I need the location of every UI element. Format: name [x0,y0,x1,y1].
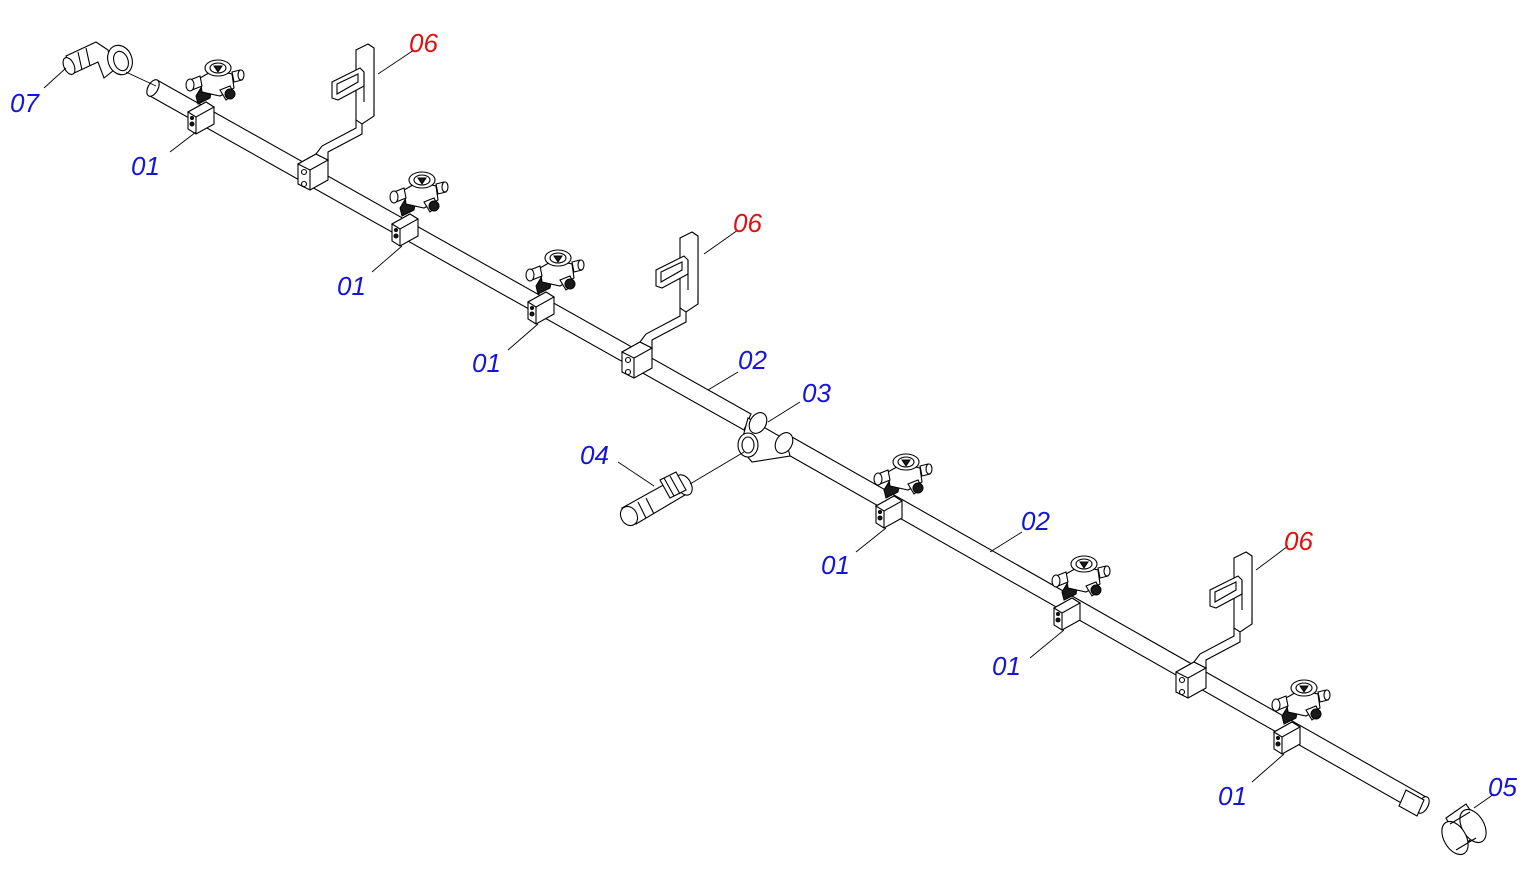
callout-nozzle-2: 01 [337,271,366,301]
callout-bracket-3: 06 [1284,526,1313,556]
callout-tee: 03 [802,378,831,408]
callout-nozzle-1: 01 [131,151,160,181]
callout-nozzle-6: 01 [1218,781,1247,811]
callout-bracket-1: 06 [409,28,438,58]
leader-lines [43,49,1495,809]
bracket-assembly-1 [297,43,375,191]
callout-pipe-left: 02 [738,345,767,375]
end-cap [1441,803,1487,856]
bracket-assembly-2 [621,231,699,379]
callout-labels: 07 01 06 01 06 01 02 03 04 01 02 06 01 0… [10,28,1517,811]
callout-nozzle-5: 01 [992,651,1021,681]
callout-nozzle-3: 01 [472,348,501,378]
tee-fitting [737,412,794,463]
callout-elbow: 07 [10,88,40,118]
elbow-fitting [62,41,133,79]
callout-nozzle-4: 01 [821,550,850,580]
callout-pipe-right: 02 [1021,506,1050,536]
pipe-segment-left [149,79,752,431]
callout-end-cap: 05 [1488,772,1517,802]
hose-barb-fitting [619,471,693,527]
callout-hose-barb: 04 [580,440,609,470]
pipe-segment-right [784,436,1427,814]
callout-bracket-2: 06 [733,208,762,238]
